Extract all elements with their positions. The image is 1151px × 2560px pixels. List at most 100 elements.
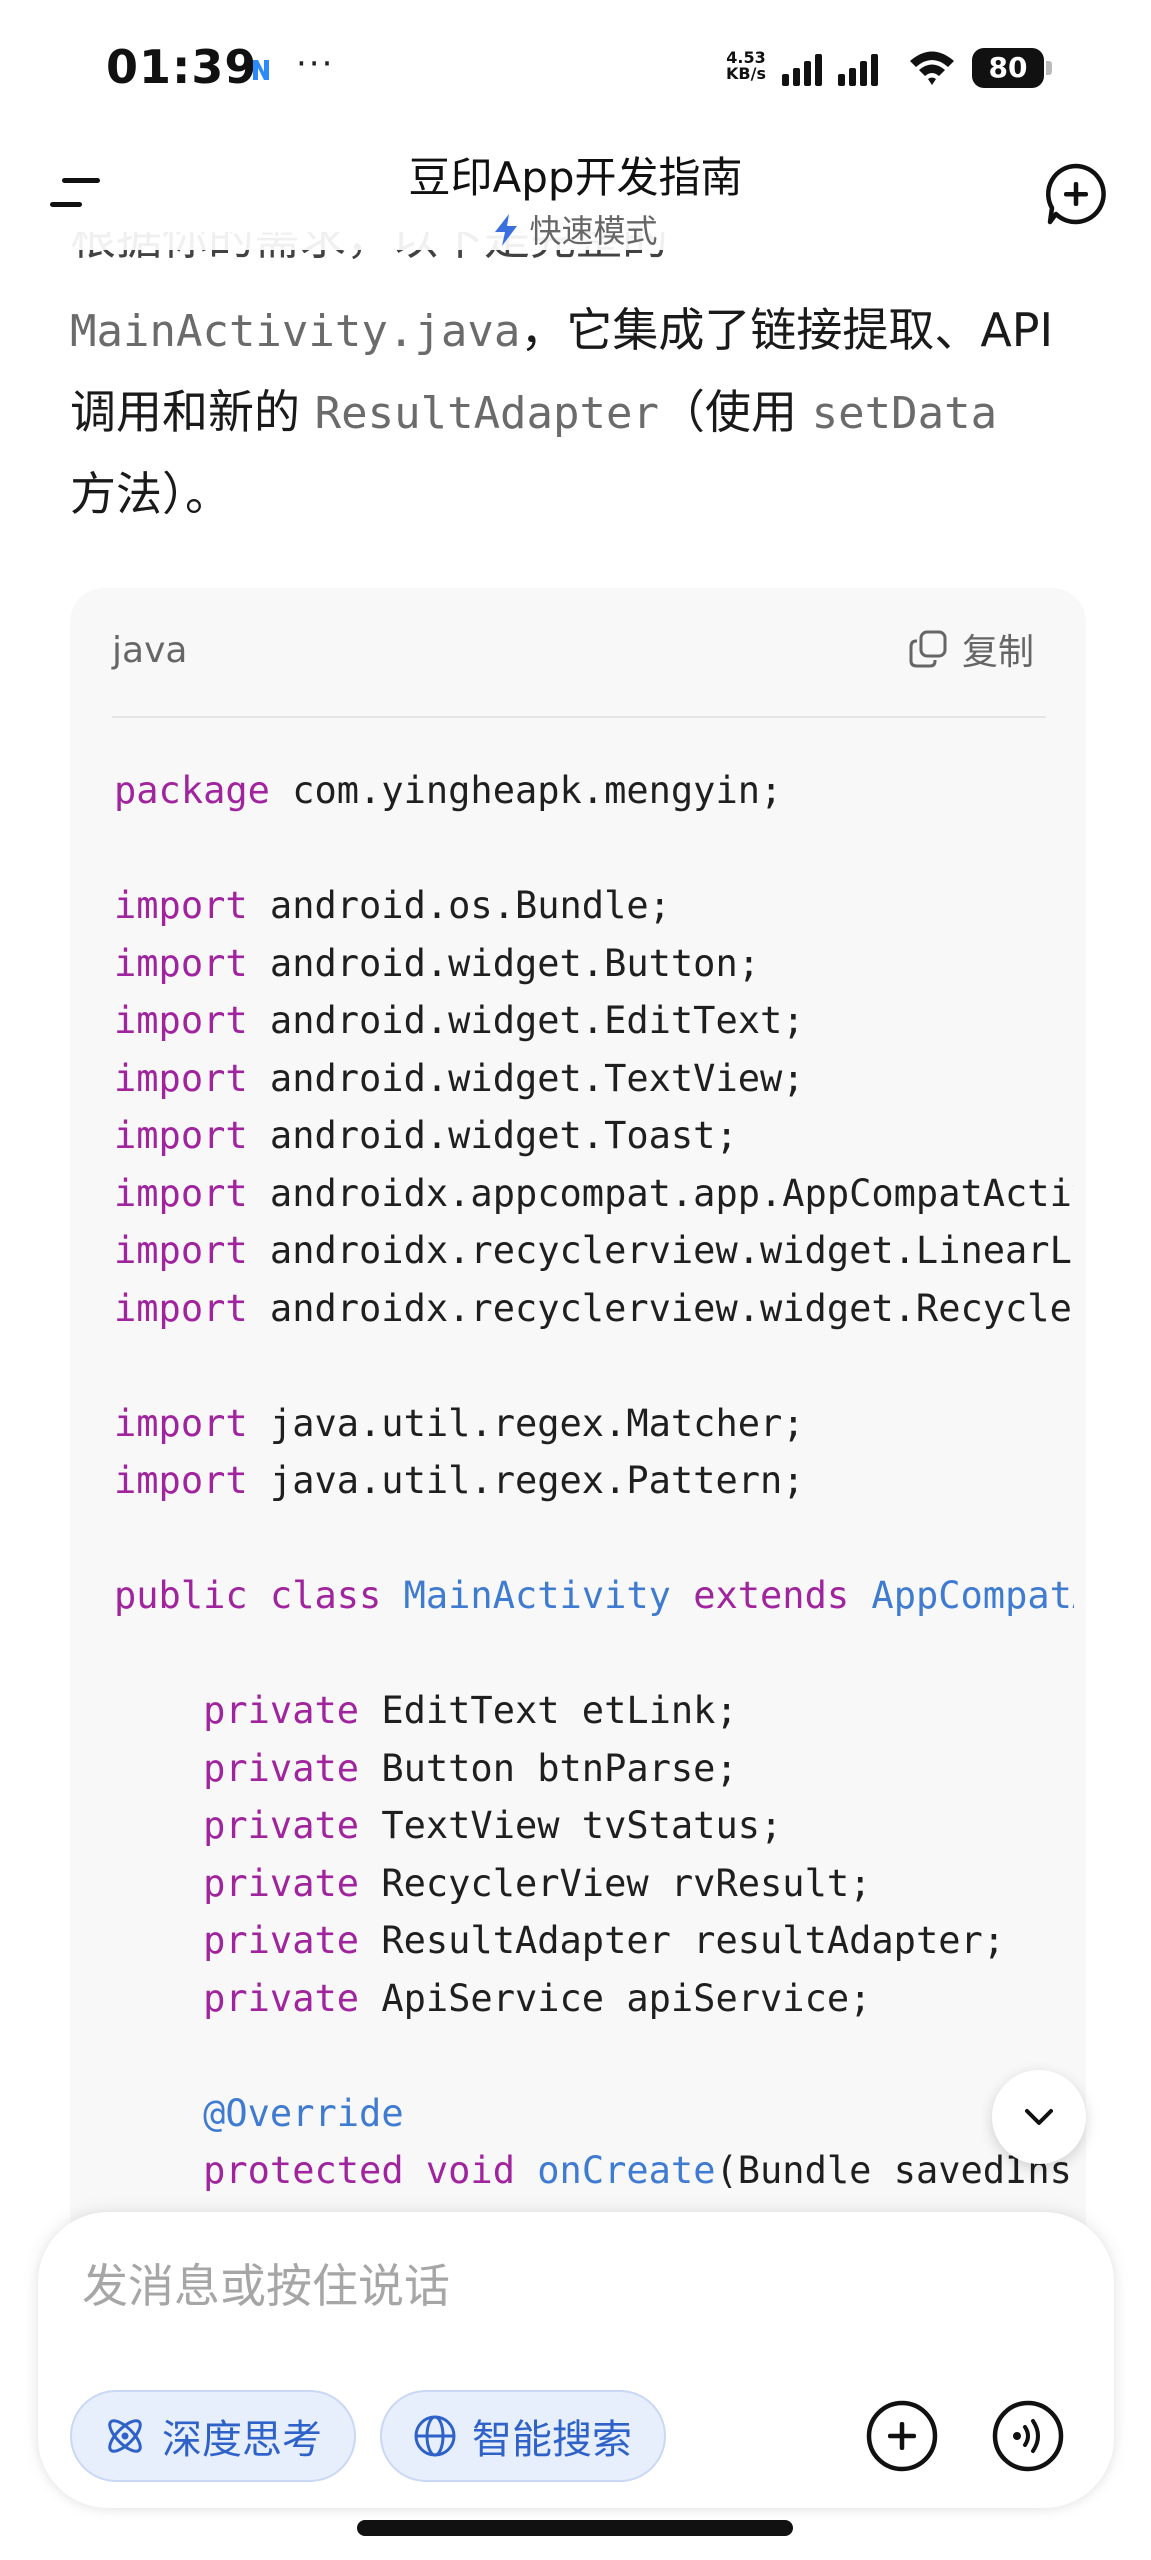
- deep-think-button[interactable]: 深度思考: [70, 2390, 356, 2482]
- code-token: RecyclerView rvResult;: [359, 1861, 872, 1905]
- code-token-type: MainActivity: [403, 1574, 671, 1617]
- code-token-kw: import: [114, 1171, 248, 1215]
- code-token: [114, 1689, 203, 1732]
- battery-tip: [1046, 61, 1052, 75]
- battery-icon: 80: [972, 48, 1052, 88]
- code-token: android.widget.Button;: [247, 941, 761, 985]
- code-token: ResultAdapter resultAdapter;: [359, 1919, 1006, 1962]
- copy-code-button[interactable]: 复制: [908, 624, 1034, 674]
- code-line: @Override: [114, 2085, 1074, 2143]
- code-token: [515, 2149, 537, 2192]
- code-token-kw: import: [114, 1286, 248, 1330]
- code-token: androidx.recyclerview.widget.LinearLa: [247, 1229, 1074, 1272]
- code-token: EditText etLink;: [359, 1689, 738, 1732]
- code-line: private TextView tvStatus;: [114, 1797, 1074, 1855]
- code-token: [114, 1747, 203, 1790]
- net-speed-value: 4.53: [726, 48, 766, 67]
- deep-think-label: 深度思考: [162, 2417, 322, 2463]
- code-token: com.yingheapk.mengyin;: [269, 769, 783, 812]
- code-token: android.os.Bundle;: [247, 884, 671, 927]
- code-token: androidx.appcompat.app.AppCompatActiv: [247, 1171, 1074, 1215]
- message-line-3: 方法）。: [70, 467, 231, 521]
- message-text-2a: 调用和新的: [70, 385, 315, 439]
- code-token-kw: private: [203, 1746, 360, 1790]
- code-token: androidx.recyclerview.widget.Recycler: [247, 1286, 1074, 1330]
- code-line: import android.widget.EditText;: [114, 992, 1074, 1050]
- code-line: import java.util.regex.Pattern;: [114, 1452, 1074, 1510]
- code-token-kw: private: [203, 1804, 360, 1847]
- code-line: import android.os.Bundle;: [114, 877, 1074, 935]
- chevron-down-icon: [1025, 2109, 1053, 2125]
- code-token: [114, 1919, 203, 1962]
- code-token: [849, 1574, 871, 1617]
- home-indicator: [357, 2520, 793, 2536]
- code-token: [114, 2092, 203, 2135]
- code-line: package com.yingheapk.mengyin;: [114, 762, 1074, 820]
- smart-search-label: 智能搜索: [472, 2417, 632, 2463]
- code-line: import android.widget.TextView;: [114, 1050, 1074, 1108]
- code-token-kw: package: [114, 769, 270, 812]
- status-more-dots: ···: [296, 44, 335, 84]
- code-line: import java.util.regex.Matcher;: [114, 1395, 1074, 1453]
- code-divider: [112, 716, 1046, 718]
- message-composer: 深度思考 智能搜索: [38, 2212, 1114, 2508]
- code-language-label: java: [112, 630, 188, 671]
- code-token-kw: import: [114, 1459, 248, 1502]
- code-line: import androidx.recyclerview.widget.Recy…: [114, 1280, 1074, 1338]
- code-token: Button btnParse;: [359, 1746, 738, 1790]
- code-token-type: onCreate: [537, 2149, 716, 2192]
- code-token-kw: protected: [203, 2149, 404, 2192]
- code-token-kw: extends: [693, 1574, 850, 1617]
- mode-indicator[interactable]: 快速模式: [0, 206, 1151, 252]
- code-token: [114, 1862, 203, 1905]
- code-token: [114, 1804, 203, 1847]
- voice-icon[interactable]: [990, 2398, 1066, 2474]
- code-token-kw: private: [203, 1976, 360, 2020]
- code-line: import android.widget.Toast;: [114, 1107, 1074, 1165]
- code-line: import androidx.appcompat.app.AppCompatA…: [114, 1165, 1074, 1223]
- code-token-kw: import: [114, 1401, 248, 1445]
- smart-search-button[interactable]: 智能搜索: [380, 2390, 666, 2482]
- code-token-kw: import: [114, 1229, 248, 1272]
- code-token-kw: import: [114, 884, 248, 927]
- inline-code-resultadapter: ResultAdapter: [314, 388, 659, 439]
- plus-circle-icon[interactable]: [864, 2398, 940, 2474]
- mode-label: 快速模式: [529, 212, 658, 250]
- code-line: [114, 1625, 1074, 1683]
- chat-header: 豆印App开发指南 快速模式: [0, 140, 1151, 250]
- code-token-kw: import: [114, 1114, 248, 1157]
- code-token: java.util.regex.Pattern;: [247, 1459, 805, 1502]
- status-time: 01:39: [106, 40, 258, 94]
- code-line: [114, 1510, 1074, 1568]
- code-token-kw: void: [425, 2149, 515, 2192]
- scroll-to-bottom-button[interactable]: [992, 2070, 1086, 2164]
- message-text-2b: （使用: [659, 385, 812, 439]
- code-token: [114, 1977, 203, 2020]
- message-text-1: ，它集成了链接提取、API: [520, 303, 1054, 357]
- code-line: private ApiService apiService;: [114, 1970, 1074, 2028]
- globe-icon: [414, 2415, 456, 2457]
- code-token-kw: public: [114, 1574, 248, 1617]
- inline-code-mainactivity: MainActivity.java: [70, 306, 521, 357]
- bolt-icon: [495, 214, 518, 246]
- code-token: ApiService apiService;: [359, 1976, 872, 2020]
- code-line: import android.widget.Button;: [114, 935, 1074, 993]
- inline-code-setdata: setData: [811, 388, 998, 439]
- menu-icon[interactable]: [48, 168, 104, 218]
- code-line: [114, 1337, 1074, 1395]
- code-line: protected void onCreate(Bundle savedInst: [114, 2142, 1074, 2200]
- message-line-1: MainActivity.java，它集成了链接提取、API: [70, 290, 1100, 372]
- code-line: import androidx.recyclerview.widget.Line…: [114, 1222, 1074, 1280]
- signal-icon: [782, 54, 878, 86]
- status-bar: 01:39 ··· 4.53 KB/s 80: [0, 0, 1151, 140]
- code-content: package com.yingheapk.mengyin; import an…: [114, 762, 1074, 2200]
- code-token: TextView tvStatus;: [359, 1804, 783, 1847]
- page-title[interactable]: 豆印App开发指南: [408, 153, 743, 202]
- new-chat-icon[interactable]: [1044, 162, 1108, 226]
- code-block: java 复制 package com.yingheapk.mengyin; i…: [70, 588, 1086, 2288]
- code-token: [248, 1574, 270, 1617]
- battery-level: 80: [972, 48, 1044, 88]
- message-input[interactable]: [82, 2236, 1062, 2336]
- copy-label: 复制: [962, 632, 1035, 673]
